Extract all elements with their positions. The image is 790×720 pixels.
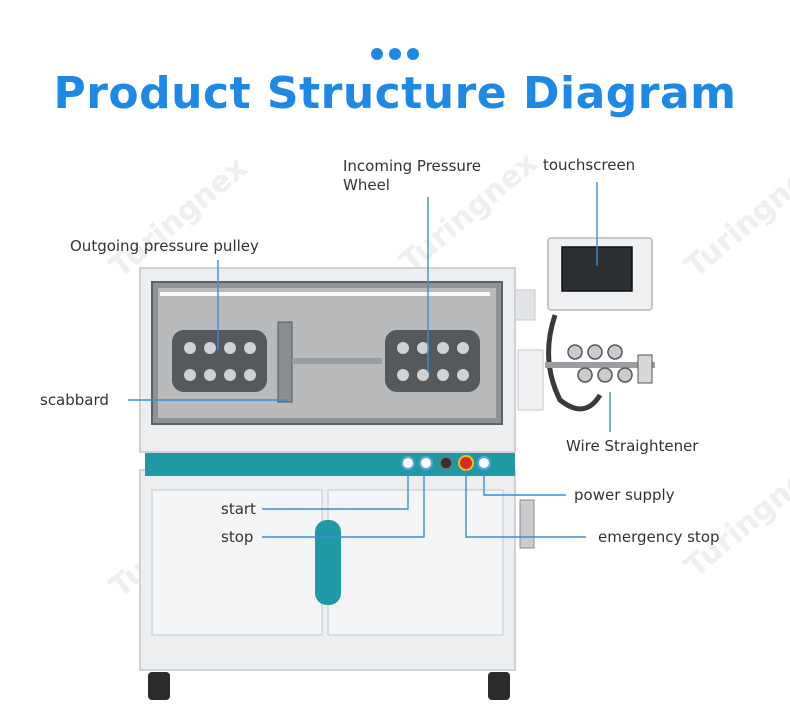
dot-1 <box>371 48 383 60</box>
power-button-icon <box>477 456 491 470</box>
label-outgoing-pressure-pulley: Outgoing pressure pulley <box>70 237 259 255</box>
straightener-mount <box>517 349 544 411</box>
touchscreen-display <box>561 246 633 292</box>
selector-switch-icon <box>439 456 453 470</box>
cable-loop <box>546 314 603 412</box>
straightener-rail <box>545 362 655 368</box>
emergency-stop-icon <box>458 455 474 471</box>
scabbard-blade <box>277 321 293 403</box>
label-start: start <box>221 500 256 518</box>
label-incoming-line2: Wheel <box>343 176 390 194</box>
incoming-pulley-block <box>385 330 480 392</box>
leader-power <box>483 470 566 496</box>
dot-2 <box>389 48 401 60</box>
leader-stop <box>262 470 425 538</box>
light-bar <box>160 292 490 296</box>
guide-rod <box>292 358 382 364</box>
outgoing-pulley-block <box>172 330 267 392</box>
start-button-icon <box>401 456 415 470</box>
cabinet-door-left <box>151 489 323 636</box>
label-stop: stop <box>221 528 254 546</box>
label-touchscreen: touchscreen <box>543 156 636 174</box>
leader-emergency <box>465 470 586 538</box>
header-dots <box>371 48 419 60</box>
page-title: Product Structure Diagram <box>53 68 737 119</box>
label-incoming-line1: Incoming Pressure <box>343 157 481 175</box>
leader-start <box>262 470 409 510</box>
label-emergency-stop: emergency stop <box>598 528 720 546</box>
label-incoming-pressure-wheel: Incoming Pressure Wheel <box>343 157 481 195</box>
dot-3 <box>407 48 419 60</box>
wheel-right <box>488 672 510 700</box>
stop-button-icon <box>419 456 433 470</box>
label-power-supply: power supply <box>574 486 675 504</box>
control-panel-strip <box>145 450 515 476</box>
air-regulator <box>519 499 535 549</box>
cabinet-door-right <box>327 489 504 636</box>
door-handle <box>315 520 341 605</box>
wheel-left <box>148 672 170 700</box>
label-wire-straightener: Wire Straightener <box>566 437 699 455</box>
label-scabbard: scabbard <box>40 391 109 409</box>
